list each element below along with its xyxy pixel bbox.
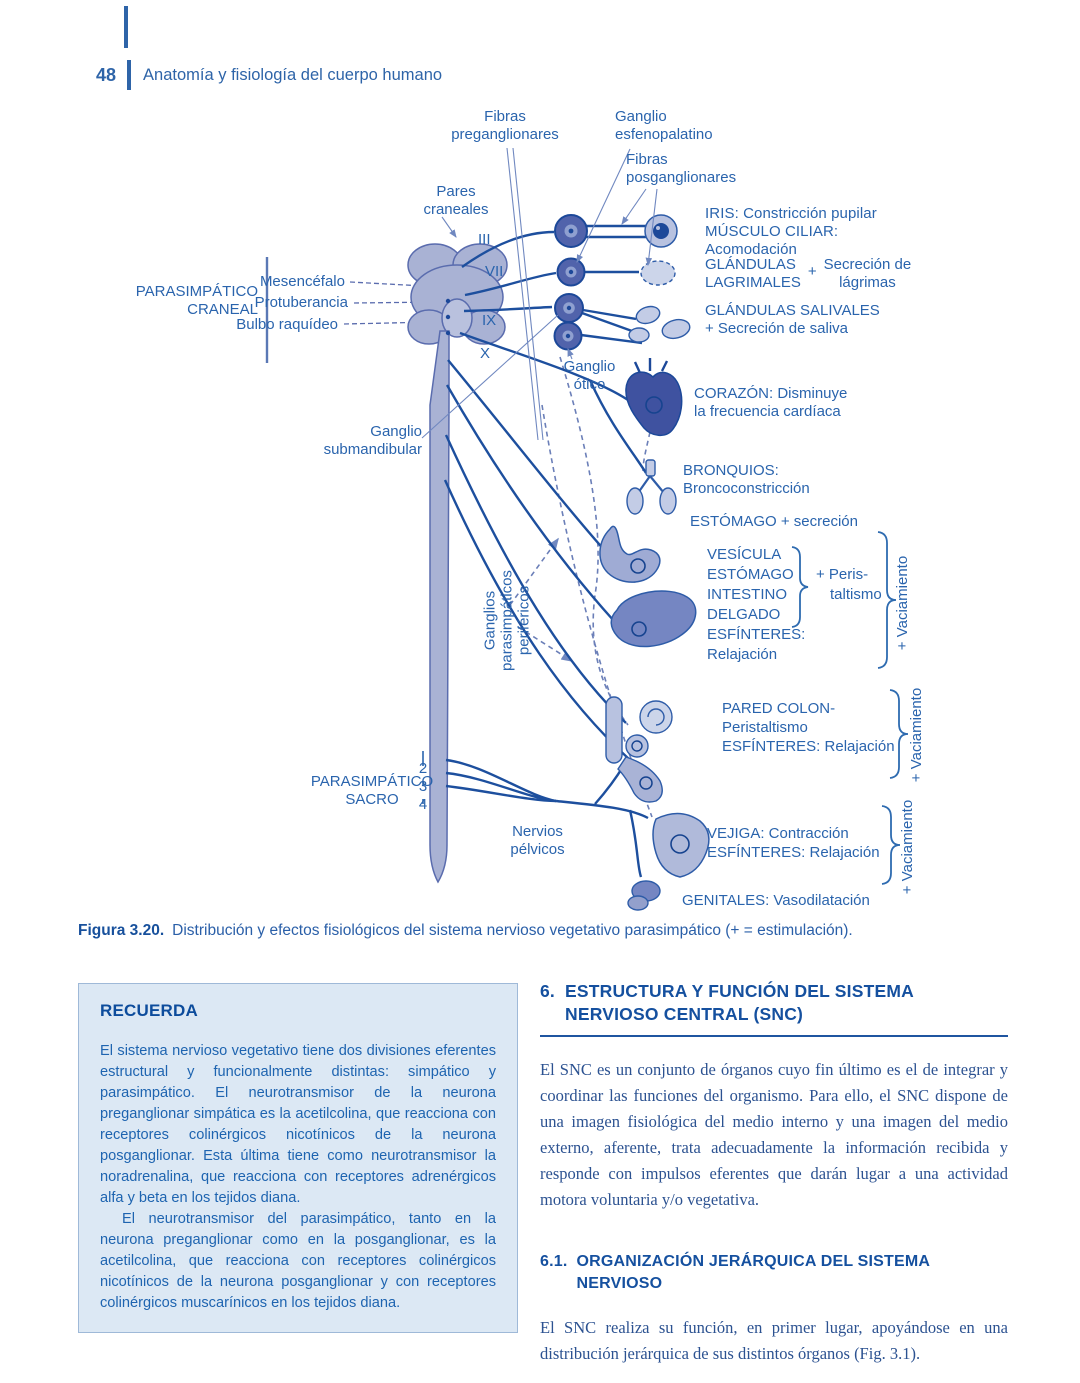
heart-illustration bbox=[625, 358, 683, 436]
brainstem-illustration bbox=[407, 243, 508, 884]
section-6-1-number: 6.1. bbox=[540, 1253, 568, 1270]
label-bulbo-raquideo: Bulbo raquídeo bbox=[236, 316, 338, 333]
label-nerve-vii: VII bbox=[485, 263, 504, 280]
label-nerve-iii: III bbox=[478, 231, 491, 248]
section-6-paragraph: El SNC es un conjunto de órganos cuyo fi… bbox=[540, 1060, 1008, 1209]
colon-illustration bbox=[605, 696, 673, 764]
label-leader-lines bbox=[421, 147, 658, 441]
label-nerve-x: X bbox=[480, 345, 491, 362]
label-iris-efecto: IRIS: Constricción pupilar MÚSCULO CILIA… bbox=[705, 205, 877, 258]
recuerda-title: RECUERDA bbox=[100, 1001, 198, 1020]
ciliary-ganglion bbox=[554, 214, 588, 248]
genitals-illustration bbox=[627, 880, 661, 911]
chapter-rule bbox=[124, 6, 128, 48]
grouping-braces bbox=[791, 531, 909, 885]
label-estomago-efecto: ESTÓMAGO + secreción bbox=[690, 513, 858, 530]
submandibular-ganglion bbox=[554, 293, 584, 323]
liver-illustration bbox=[610, 590, 697, 648]
label-parasimpatico-sacro: PARASIMPÁTICO SACRO bbox=[310, 773, 434, 808]
bladder-illustration bbox=[652, 812, 710, 878]
header-divider bbox=[127, 60, 132, 90]
label-mesencefalo: Mesencéfalo bbox=[259, 273, 345, 290]
section-6-number: 6. bbox=[540, 981, 555, 1001]
label-ganglio-submandibular: Ganglio submandibular bbox=[323, 423, 422, 458]
otic-ganglion bbox=[553, 321, 583, 351]
salivary-glands-illustration bbox=[628, 305, 691, 343]
label-ganglio-esfenopalatino: Ganglio esfenopalatino bbox=[615, 108, 713, 143]
recuerda-box: RECUERDA El sistema nervioso vegetativo … bbox=[78, 983, 518, 1333]
figure-3-20: Fibras preganglionares Ganglio esfenopal… bbox=[90, 105, 1010, 920]
page-header: 48 Anatomía y fisiología del cuerpo huma… bbox=[96, 60, 442, 90]
label-salivales-efecto: GLÁNDULAS SALIVALES + Secreción de saliv… bbox=[705, 302, 880, 337]
rectum-illustration bbox=[617, 756, 663, 803]
page-number: 48 bbox=[96, 64, 117, 85]
label-nervios-pelvicos: Nervios pélvicos bbox=[510, 823, 565, 858]
bronchi-illustration bbox=[626, 459, 677, 515]
label-fibras-preganglionares: Fibras preganglionares bbox=[451, 108, 559, 143]
book-title: Anatomía y fisiología del cuerpo humano bbox=[143, 65, 443, 84]
parasympathetic-diagram bbox=[265, 147, 909, 911]
label-vesicula-grupo: VESÍCULA ESTÓMAGO INTESTINO DELGADO ESFÍ… bbox=[707, 546, 806, 663]
label-ganglio-otico: Ganglio ótico bbox=[563, 358, 616, 393]
lacrimal-gland-illustration bbox=[640, 260, 676, 286]
label-corazon-efecto: CORAZÓN: Disminuye la frecuencia cardíac… bbox=[694, 385, 848, 420]
label-peristaltismo: + Peris- taltismo bbox=[816, 566, 882, 603]
recuerda-paragraph-1: El sistema nervioso vegetativo tiene dos… bbox=[100, 1043, 496, 1206]
label-genitales: GENITALES: Vasodilatación bbox=[682, 892, 870, 909]
ganglia-circles bbox=[553, 214, 588, 351]
label-parasimpatico-craneal: PARASIMPÁTICO CRANEAL bbox=[135, 283, 258, 318]
section-6-title: ESTRUCTURA Y FUNCIÓN DEL SISTEMA NERVIOS… bbox=[565, 981, 914, 1024]
label-sacral-segments: 2 3 4 bbox=[418, 760, 428, 813]
figure-caption-tag: Figura 3.20. bbox=[78, 922, 165, 939]
label-fibras-posganglionares: Fibras posganglionares bbox=[626, 151, 737, 186]
eye-illustration bbox=[644, 214, 678, 248]
label-lagrimales-efecto: GLÁNDULAS LAGRIMALES + Secreción de lágr… bbox=[705, 256, 912, 291]
section-6-column: 6. ESTRUCTURA Y FUNCIÓN DEL SISTEMA NERV… bbox=[540, 980, 1008, 1367]
label-ganglios-perifericos: Ganglios parasimpáticos periféricos bbox=[481, 570, 533, 671]
section-6-1-paragraph: El SNC realiza su función, en primer lug… bbox=[540, 1318, 1008, 1363]
label-pares-craneales: Pares craneales bbox=[423, 183, 489, 218]
section-6-heading: 6. ESTRUCTURA Y FUNCIÓN DEL SISTEMA NERV… bbox=[540, 980, 1008, 1037]
label-vejiga: VEJIGA: Contracción ESFÍNTERES: Relajaci… bbox=[707, 825, 880, 861]
figure-caption: Figura 3.20. Distribución y efectos fisio… bbox=[78, 922, 1013, 940]
section-6-1-heading: 6.1. ORGANIZACIÓN JERÁRQUICA DEL SISTEMA… bbox=[540, 1251, 1008, 1295]
label-vaciamiento-2: + Vaciamiento bbox=[908, 687, 925, 783]
stomach-illustration bbox=[599, 525, 661, 583]
plus-sign: + bbox=[807, 263, 817, 280]
label-nerve-ix: IX bbox=[482, 312, 497, 329]
sphenopalatine-ganglion bbox=[556, 257, 586, 287]
label-vaciamiento-1: + Vaciamiento bbox=[894, 555, 911, 651]
label-protuberancia: Protuberancia bbox=[254, 294, 348, 311]
section-6-1-title: ORGANIZACIÓN JERÁRQUICA DEL SISTEMA NERV… bbox=[576, 1253, 930, 1292]
label-vaciamiento-3: + Vaciamiento bbox=[899, 799, 916, 895]
recuerda-paragraph-2: El neurotransmisor del parasimpático, ta… bbox=[100, 1211, 496, 1311]
label-bronquios-efecto: BRONQUIOS: Broncoconstricción bbox=[683, 462, 810, 497]
label-pared-colon: PARED COLON- Peristaltismo ESFÍNTERES: R… bbox=[722, 700, 895, 755]
figure-caption-text: Distribución y efectos fisiológicos del … bbox=[172, 922, 853, 939]
